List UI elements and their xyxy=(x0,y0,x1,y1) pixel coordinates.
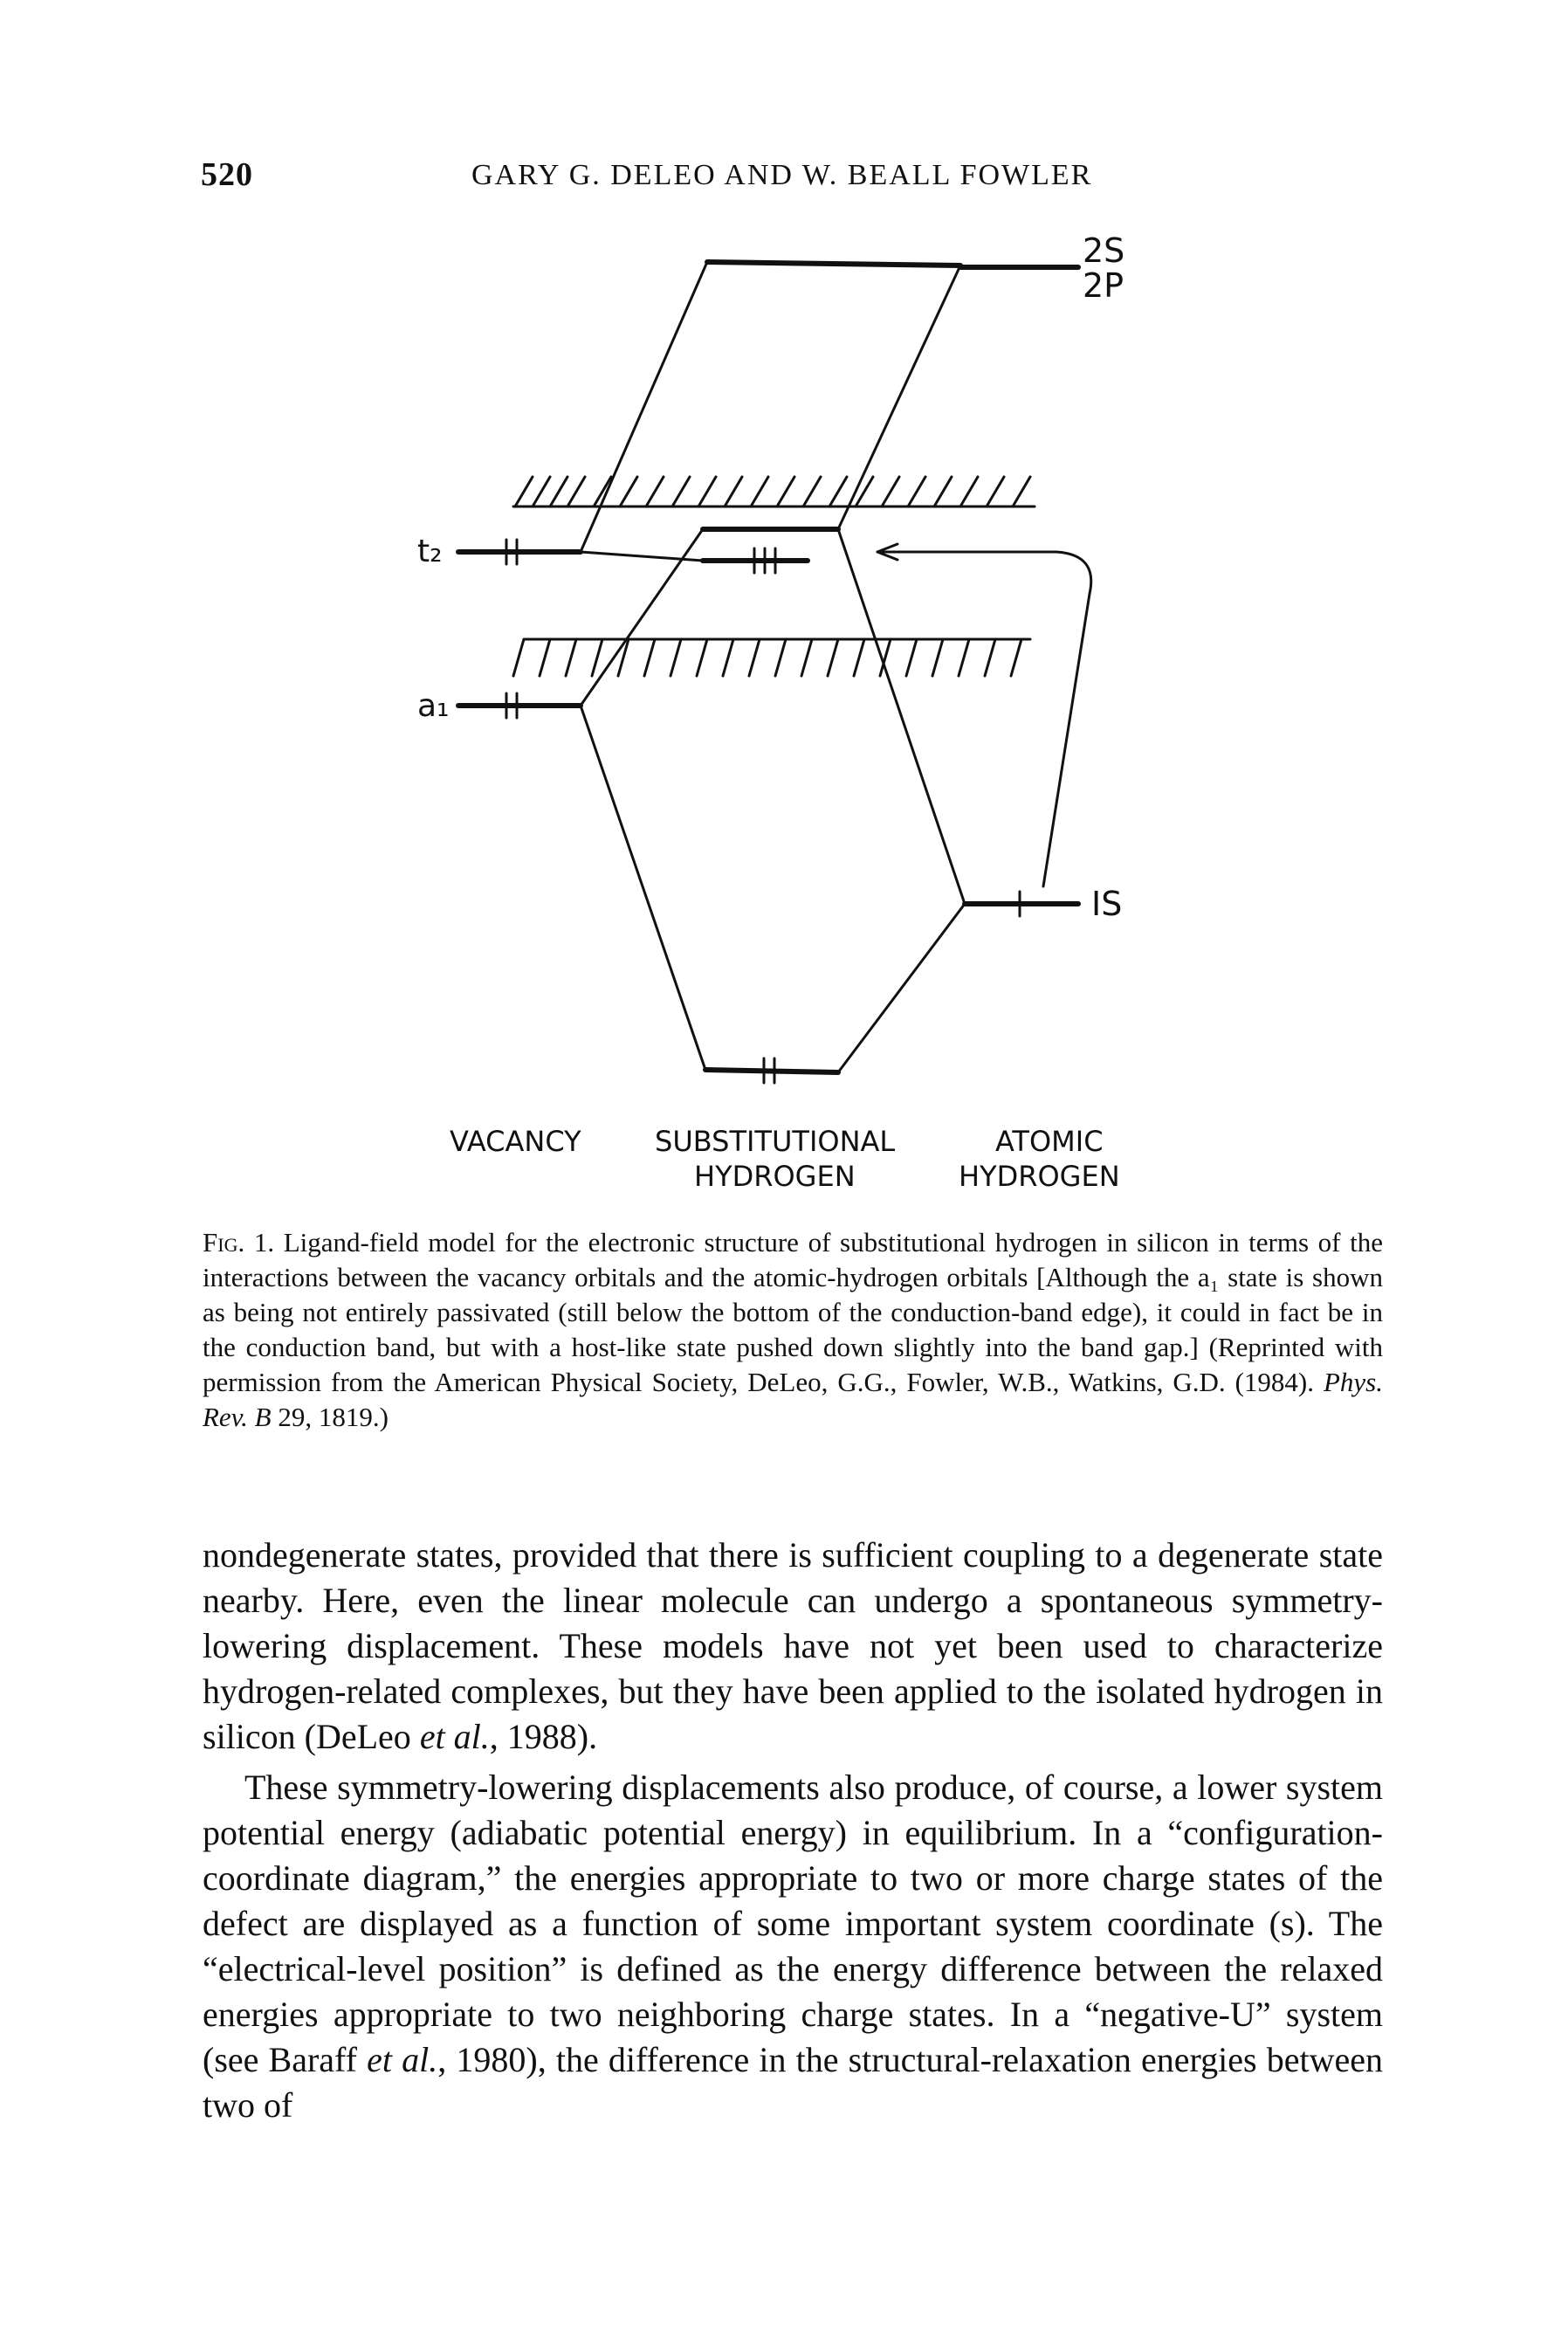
caption-text: Ligand-field model for the electronic st… xyxy=(203,1227,1383,1397)
label-2s: 2S xyxy=(1083,231,1124,270)
paragraph-1-italic: et al. xyxy=(419,1717,490,1756)
paragraph-2-text: These symmetry-lowering displacements al… xyxy=(203,1768,1383,2079)
energy-level-diagram: t₂ a₁ 2S 2P IS VACANCY SUBSTITUTIONAL HY… xyxy=(417,231,1124,1193)
upper-band-hatch xyxy=(513,475,1032,508)
label-substitutional-hydrogen: HYDROGEN xyxy=(694,1160,856,1193)
level-bonding xyxy=(703,1067,841,1075)
paragraph-1: nondegenerate states, provided that ther… xyxy=(203,1533,1383,1760)
transfer-arrow xyxy=(876,550,1093,888)
label-1s: IS xyxy=(1091,885,1122,923)
lower-band-hatch xyxy=(512,637,1023,678)
paragraph-1-text: nondegenerate states, provided that ther… xyxy=(203,1535,1383,1756)
level-2s-2p-left xyxy=(705,259,963,268)
paragraph-2-italic: et al. xyxy=(367,2040,438,2079)
label-vacancy: VACANCY xyxy=(450,1125,581,1158)
label-atomic-hydrogen: HYDROGEN xyxy=(959,1160,1120,1193)
label-atomic: ATOMIC xyxy=(995,1125,1104,1158)
running-head: GARY G. DELEO AND W. BEALL FOWLER xyxy=(471,159,1093,191)
figure-ligand-field-diagram: t₂ a₁ 2S 2P IS VACANCY SUBSTITUTIONAL HY… xyxy=(0,210,1568,1205)
label-substitutional: SUBSTITUTIONAL xyxy=(655,1125,895,1158)
paragraph-1-end: , 1988). xyxy=(489,1717,598,1756)
caption-journal: Phys. Rev. B xyxy=(203,1367,1383,1432)
paragraph-2: These symmetry-lowering displacements al… xyxy=(203,1765,1383,2128)
body-text: nondegenerate states, provided that ther… xyxy=(203,1533,1383,2128)
page-number: 520 xyxy=(201,156,253,193)
label-a1: a₁ xyxy=(417,688,450,724)
page-header: 520 GARY G. DELEO AND W. BEALL FOWLER xyxy=(201,155,1371,208)
caption-text-end: 29, 1819.) xyxy=(271,1402,389,1432)
label-t2: t₂ xyxy=(417,534,443,569)
caption-label: Fig. 1. xyxy=(203,1227,275,1258)
label-2p: 2P xyxy=(1083,266,1124,305)
figure-caption: Fig. 1. Ligand-field model for the elect… xyxy=(203,1225,1383,1435)
paragraph-2-end: , 1980), the difference in the structura… xyxy=(203,2040,1383,2125)
